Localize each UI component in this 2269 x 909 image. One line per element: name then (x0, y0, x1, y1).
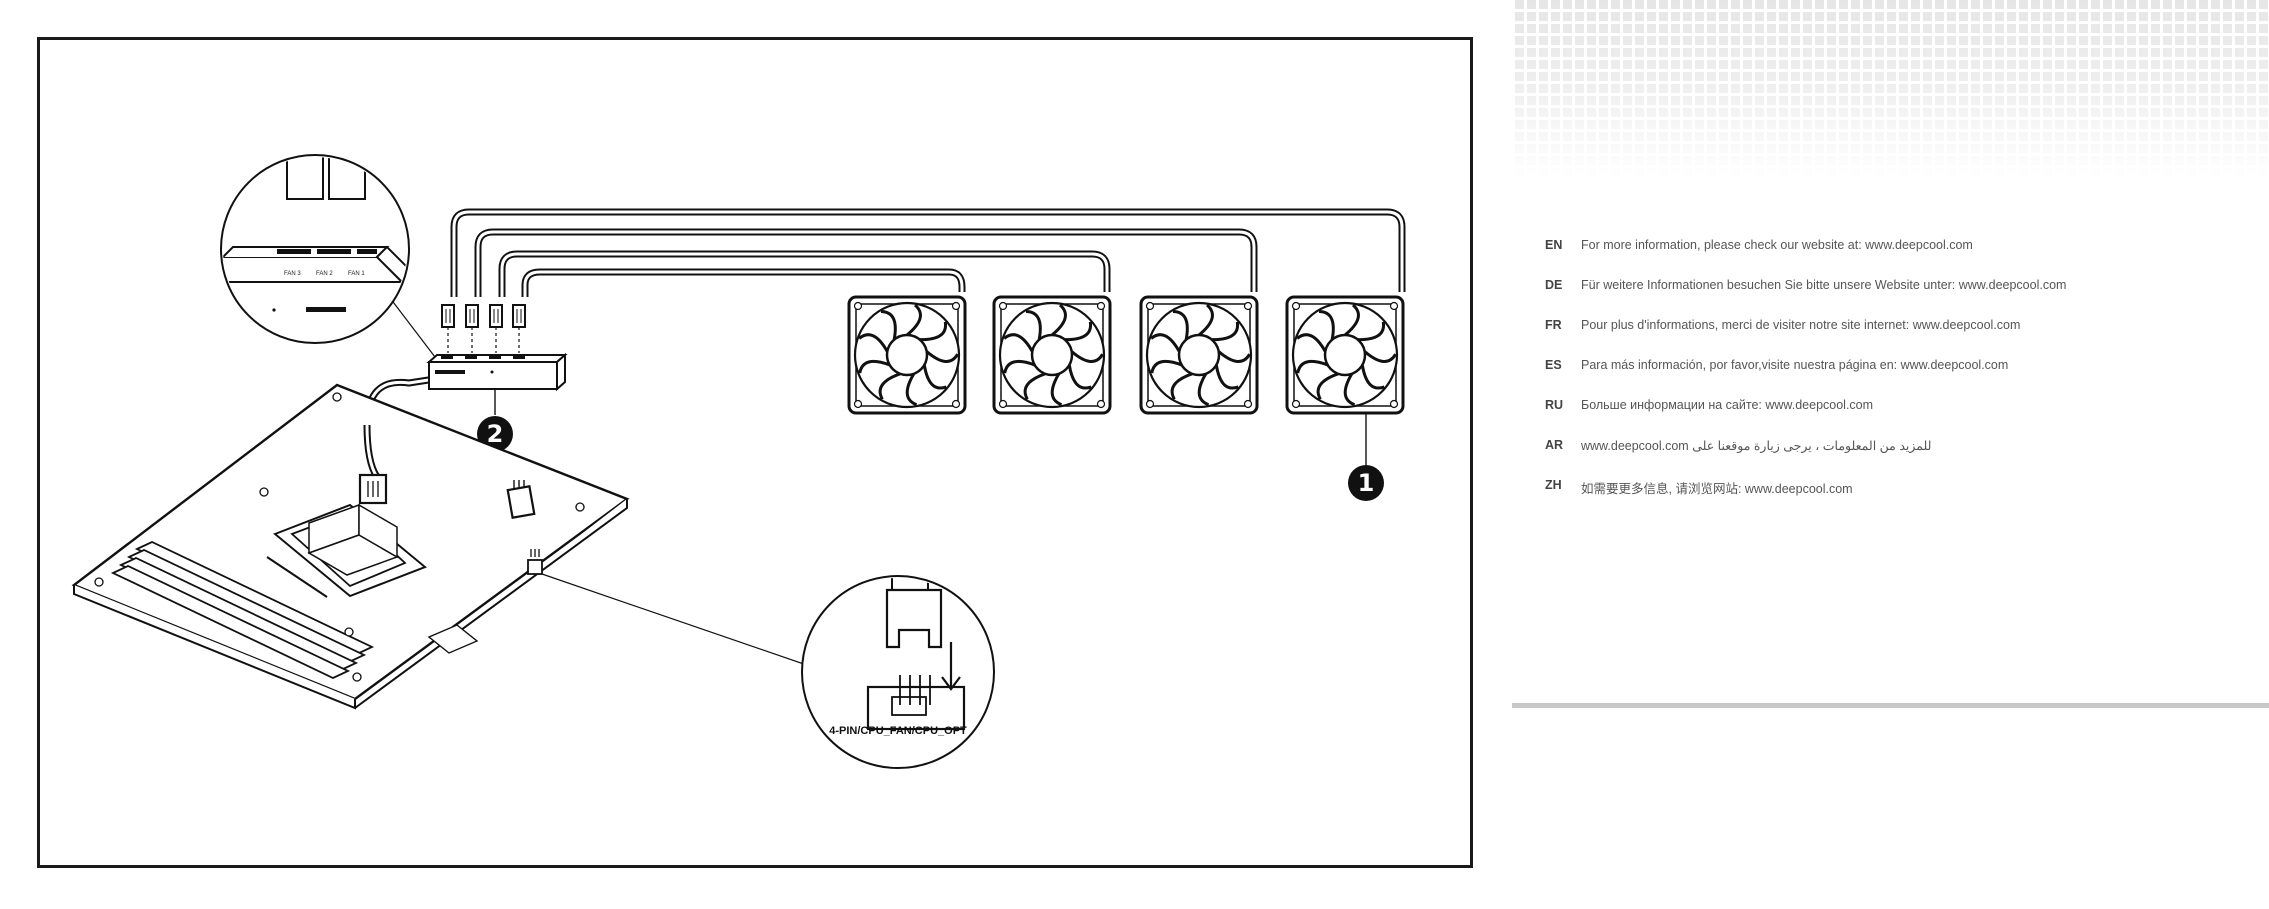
fan-1 (847, 295, 967, 415)
fan-row (847, 295, 1405, 415)
lang-text: www.deepcool.com للمزيد من المعلومات ، ي… (1581, 439, 1932, 453)
fan-3 (1139, 295, 1259, 415)
hub-plugs (441, 304, 526, 353)
decorative-pixel-pattern (1512, 0, 2269, 180)
installation-diagram: FAN 3 FAN 2 FAN 1 2 1 (71, 154, 1406, 769)
lang-text: Больше информации на сайте: www.deepcool… (1581, 398, 1874, 412)
lang-code: DE (1545, 278, 1563, 292)
zoom-port-label-2: FAN 2 (316, 271, 333, 277)
lang-text: Für weitere Informationen besuchen Sie b… (1581, 278, 2067, 292)
zoom-port-label-1: FAN 1 (348, 271, 365, 277)
fan-4 (1285, 295, 1405, 415)
lang-code: AR (1545, 438, 1564, 452)
lang-code: ES (1545, 358, 1562, 372)
fan-cables (363, 208, 1406, 426)
fan-hub (426, 352, 568, 392)
zoom-header-label: 4-PIN/CPU_FAN/CPU_OPT (829, 725, 967, 737)
motherboard (71, 383, 630, 710)
zoom-port-label-3: FAN 3 (284, 271, 301, 277)
lang-code: RU (1545, 398, 1564, 412)
callout-1: 1 (1348, 413, 1384, 501)
callout-2-number: 2 (487, 420, 504, 448)
lang-text: Pour plus d'informations, merci de visit… (1581, 318, 2021, 332)
lang-text: Para más información, por favor,visite n… (1581, 358, 2009, 372)
hub-cable-plug (358, 424, 536, 519)
bottom-divider (1512, 703, 2269, 708)
lang-code: ZH (1545, 478, 1562, 492)
lang-text: For more information, please check our w… (1581, 238, 1973, 252)
fan-2 (992, 295, 1112, 415)
lang-code: EN (1545, 238, 1563, 252)
callout-1-number: 1 (1358, 469, 1375, 497)
zoom-detail-hub: FAN 3 FAN 2 FAN 1 (220, 154, 436, 358)
lang-text: 如需要更多信息, 请浏览网站: www.deepcool.com (1581, 482, 1853, 496)
zoom-detail-header: 4-PIN/CPU_FAN/CPU_OPT (541, 573, 995, 769)
lang-code: FR (1545, 318, 1562, 332)
